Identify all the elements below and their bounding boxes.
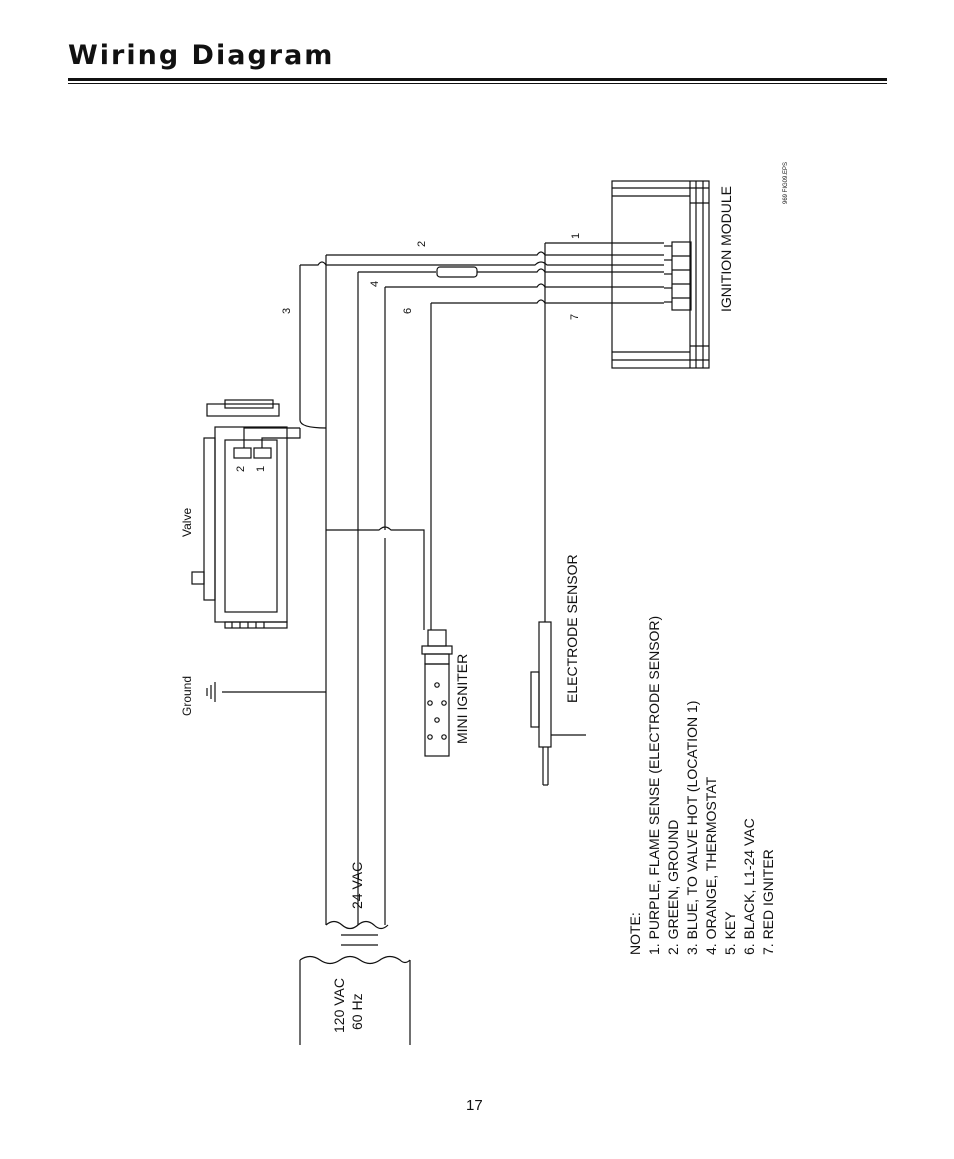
page-title: Wiring Diagram bbox=[68, 40, 335, 71]
note-item-5: 5. KEY bbox=[722, 911, 738, 955]
note-item-7: 7. RED IGNITER bbox=[760, 849, 776, 955]
electrode-sensor-label: ELECTRODE SENSOR bbox=[564, 554, 580, 703]
transformer bbox=[299, 920, 411, 1045]
ground-symbol bbox=[206, 682, 326, 702]
wire-number-3: 3 bbox=[281, 308, 293, 314]
wire-number-6: 6 bbox=[402, 308, 414, 314]
ignition-module bbox=[611, 180, 710, 369]
valve bbox=[191, 399, 301, 629]
supply-24vac-label: 24 VAC bbox=[349, 862, 365, 909]
wire-number-2: 2 bbox=[416, 241, 428, 247]
valve-label: Valve bbox=[180, 508, 194, 537]
note-item-1: 1. PURPLE, FLAME SENSE (ELECTRODE SENSOR… bbox=[646, 616, 662, 955]
mini-igniter-label: MINI IGNITER bbox=[454, 654, 470, 744]
note-item-2: 2. GREEN, GROUND bbox=[665, 820, 681, 955]
wire-number-7: 7 bbox=[569, 314, 581, 320]
notes-block: NOTE: 1. PURPLE, FLAME SENSE (ELECTRODE … bbox=[627, 616, 776, 955]
title-rule-thick bbox=[68, 78, 887, 81]
supply-120vac-label: 120 VAC bbox=[331, 978, 347, 1033]
ignition-module-label: IGNITION MODULE bbox=[718, 186, 734, 312]
title-rule-thin bbox=[68, 83, 887, 84]
note-item-3: 3. BLUE, TO VALVE HOT (LOCATION 1) bbox=[684, 701, 700, 955]
note-item-6: 6. BLACK, L1-24 VAC bbox=[741, 818, 757, 955]
note-item-4: 4. ORANGE, THERMOSTAT bbox=[703, 776, 719, 955]
vertical-wires bbox=[299, 252, 546, 925]
mini-igniter bbox=[421, 629, 453, 757]
wire-number-4: 4 bbox=[369, 281, 381, 287]
electrode-sensor bbox=[530, 621, 586, 786]
file-reference: 969 FIG09.EPS bbox=[783, 162, 789, 204]
page-number: 17 bbox=[466, 1097, 483, 1114]
valve-terminal-2: 2 bbox=[235, 466, 247, 472]
module-wires bbox=[300, 242, 664, 304]
ground-label: Ground bbox=[180, 676, 194, 716]
supply-60hz-label: 60 Hz bbox=[349, 993, 365, 1030]
wire-number-1: 1 bbox=[570, 233, 582, 239]
valve-terminal-1: 1 bbox=[255, 466, 267, 472]
notes-heading: NOTE: bbox=[627, 912, 643, 955]
